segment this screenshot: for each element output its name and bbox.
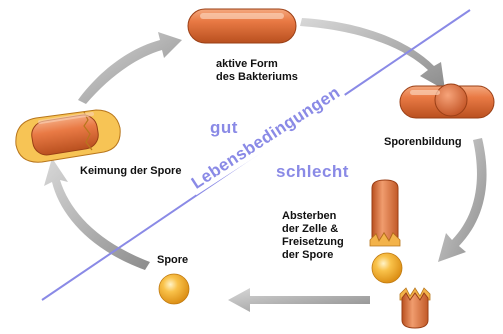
condition-bad-label: schlecht <box>276 162 349 182</box>
arrow-top-right <box>300 18 445 90</box>
germination-label: Keimung der Spore <box>80 165 181 178</box>
bacterium-broken-top <box>370 180 400 246</box>
bacterium-sporulating <box>400 84 494 118</box>
spore-germinating <box>16 110 120 162</box>
arrow-top-left <box>78 32 182 104</box>
spore <box>159 274 189 304</box>
arrow-bottom <box>228 288 370 312</box>
bacterium-active <box>188 9 296 43</box>
bacterium-broken-bottom <box>400 288 430 328</box>
active-form-label: aktive Form des Bakteriums <box>216 58 298 84</box>
condition-good-label: gut <box>210 118 238 138</box>
arrow-right <box>438 138 487 262</box>
released-spore <box>372 253 402 283</box>
cell-death-label: Absterben der Zelle & Freisetzung der Sp… <box>282 210 344 262</box>
spore-formation-label: Sporenbildung <box>384 136 462 149</box>
spore-label: Spore <box>157 254 188 267</box>
